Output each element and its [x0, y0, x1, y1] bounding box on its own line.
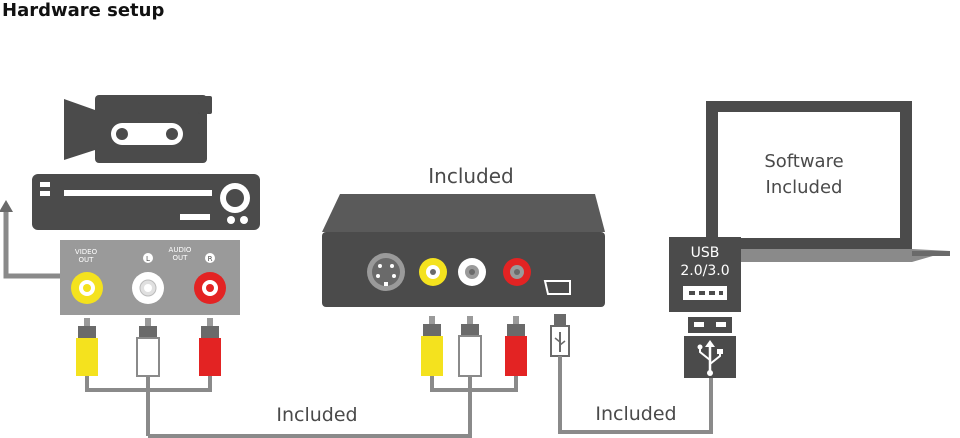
software-included-label-line2: Included [766, 177, 843, 198]
usb-port-label-line1: USB [691, 245, 720, 261]
usb-icon [697, 340, 723, 376]
right-label: R [208, 255, 213, 263]
mini-usb-port [543, 280, 571, 295]
usb-port-box: USB 2.0/3.0 [669, 237, 741, 312]
svg-text:OUT: OUT [79, 256, 95, 264]
svg-text:OUT: OUT [173, 254, 189, 262]
usb-port-label-line2: 2.0/3.0 [680, 263, 729, 279]
rca-cable-included-label: Included [276, 404, 357, 426]
usb-cable [550, 314, 713, 434]
usb-cable-included-label: Included [595, 403, 676, 425]
av-output-panel: VIDEO OUT L AUDIO OUT R [60, 240, 240, 315]
vcr-icon [32, 174, 260, 230]
laptop-icon [706, 101, 950, 262]
audio-out-label: AUDIO [169, 246, 192, 254]
device-included-label: Included [428, 164, 514, 188]
video-out-label: VIDEO [75, 248, 98, 256]
rca-cable-left [76, 318, 221, 377]
camcorder-icon [64, 95, 212, 163]
rca-cable-right [421, 316, 527, 377]
left-label: L [146, 255, 150, 263]
software-included-label-line1: Software [764, 151, 843, 172]
signal-arrow [0, 200, 62, 279]
page-title: Hardware setup [2, 0, 165, 21]
usb-a-plug [684, 317, 736, 378]
rca-cable-wire [85, 376, 518, 438]
capture-device [322, 194, 605, 307]
